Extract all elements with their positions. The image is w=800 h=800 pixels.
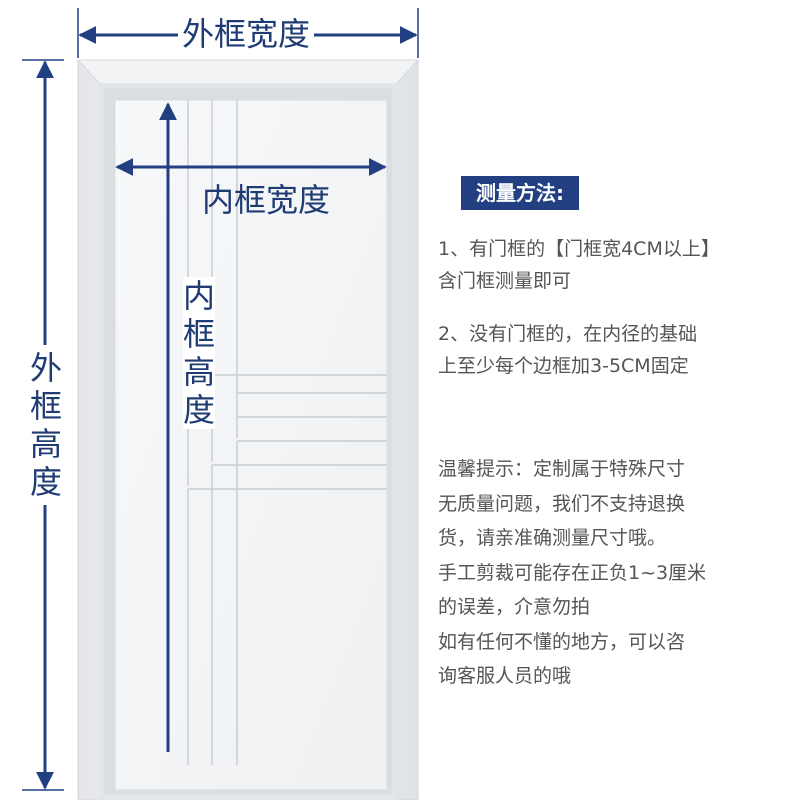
tip-line: 货，请亲准确测量尺寸哦。 xyxy=(438,527,667,549)
inner-height-label: 内 框 高 度 xyxy=(183,277,216,429)
outer-height-char: 外 xyxy=(30,349,63,387)
door-leaf xyxy=(114,99,388,791)
method-note-line: 1、有门框的【门框宽4CM以上】 xyxy=(438,238,720,260)
inner-height-char: 高 xyxy=(183,353,216,391)
inner-height-char: 度 xyxy=(183,391,216,429)
method-note-line: 2、没有门框的，在内径的基础 xyxy=(438,323,698,345)
outer-height-char: 框 xyxy=(30,387,63,425)
tip-line: 询客服人员的哦 xyxy=(438,665,572,687)
outer-height-char: 度 xyxy=(30,463,63,501)
method-title: 测量方法: xyxy=(461,176,579,210)
outer-height-char: 高 xyxy=(30,425,63,463)
tip-line: 温馨提示：定制属于特殊尺寸 xyxy=(438,458,686,480)
tip-line: 无质量问题，我们不支持退换 xyxy=(438,492,686,515)
method-note-line: 上至少每个边框加3-5CM固定 xyxy=(438,355,689,377)
tip-line: 手工剪裁可能存在正负1~3厘米 xyxy=(438,561,707,584)
warm-tips: 温馨提示：定制属于特殊尺寸 无质量问题，我们不支持退换 货，请亲准确测量尺寸哦。… xyxy=(438,452,758,694)
tip-line: 如有任何不懂的地方，可以咨 xyxy=(438,630,686,653)
outer-height-label: 外 框 高 度 xyxy=(30,345,63,505)
method-note-2: 2、没有门框的，在内径的基础 上至少每个边框加3-5CM固定 xyxy=(438,318,783,382)
inner-height-char: 框 xyxy=(183,315,216,353)
tip-line: 的误差，介意勿拍 xyxy=(438,596,591,618)
inner-width-label: 内框宽度 xyxy=(202,181,331,219)
method-note-line: 含门框测量即可 xyxy=(438,270,572,292)
inner-height-char: 内 xyxy=(183,277,216,315)
method-note-1: 1、有门框的【门框宽4CM以上】 含门框测量即可 xyxy=(438,233,783,297)
outer-width-label: 外框宽度 xyxy=(178,12,315,56)
